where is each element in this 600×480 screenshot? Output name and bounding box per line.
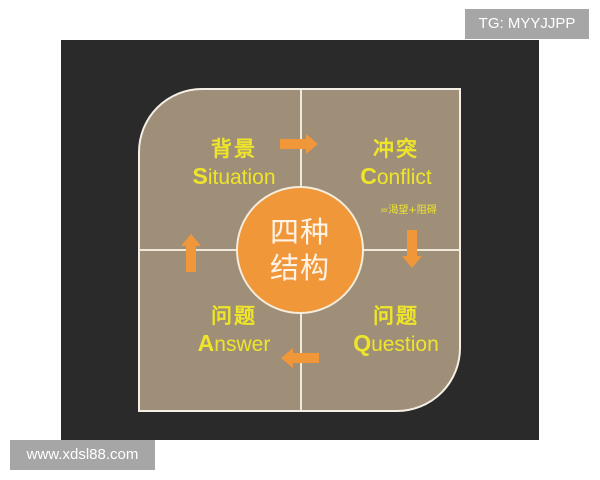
conflict-cn-label: 冲突 bbox=[373, 137, 419, 161]
quadrant-answer: 问题 Answer bbox=[164, 303, 304, 359]
conflict-note: =渴望+阻碍 bbox=[380, 205, 437, 216]
center-label-line2: 结构 bbox=[269, 251, 330, 285]
question-en-label: Question bbox=[353, 330, 439, 356]
watermark-top-right: TG: MYYJJPP bbox=[465, 9, 589, 39]
quadrant-conflict: 冲突 Conflict bbox=[326, 136, 459, 192]
quadrant-question: 问题 Question bbox=[326, 303, 459, 359]
quadrant-situation: 背景 Situation bbox=[164, 136, 304, 192]
center-circle: 四种 结构 bbox=[236, 186, 364, 314]
situation-en-label: Situation bbox=[192, 163, 276, 189]
scqa-diagram: 背景 Situation 冲突 Conflict =渴望+阻碍 问题 Answe… bbox=[138, 88, 461, 412]
conflict-en-label: Conflict bbox=[360, 163, 432, 189]
question-cn-label: 问题 bbox=[373, 304, 419, 328]
left-arrow-icon bbox=[281, 348, 319, 368]
center-label-line1: 四种 bbox=[269, 215, 330, 249]
answer-en-label: Answer bbox=[197, 330, 271, 356]
answer-cn-label: 问题 bbox=[211, 304, 257, 328]
right-arrow-icon bbox=[280, 134, 318, 154]
watermark-bottom-left: www.xdsl88.com bbox=[10, 440, 155, 470]
down-arrow-icon bbox=[402, 230, 422, 268]
situation-cn-label: 背景 bbox=[211, 137, 257, 161]
up-arrow-icon bbox=[181, 234, 201, 272]
